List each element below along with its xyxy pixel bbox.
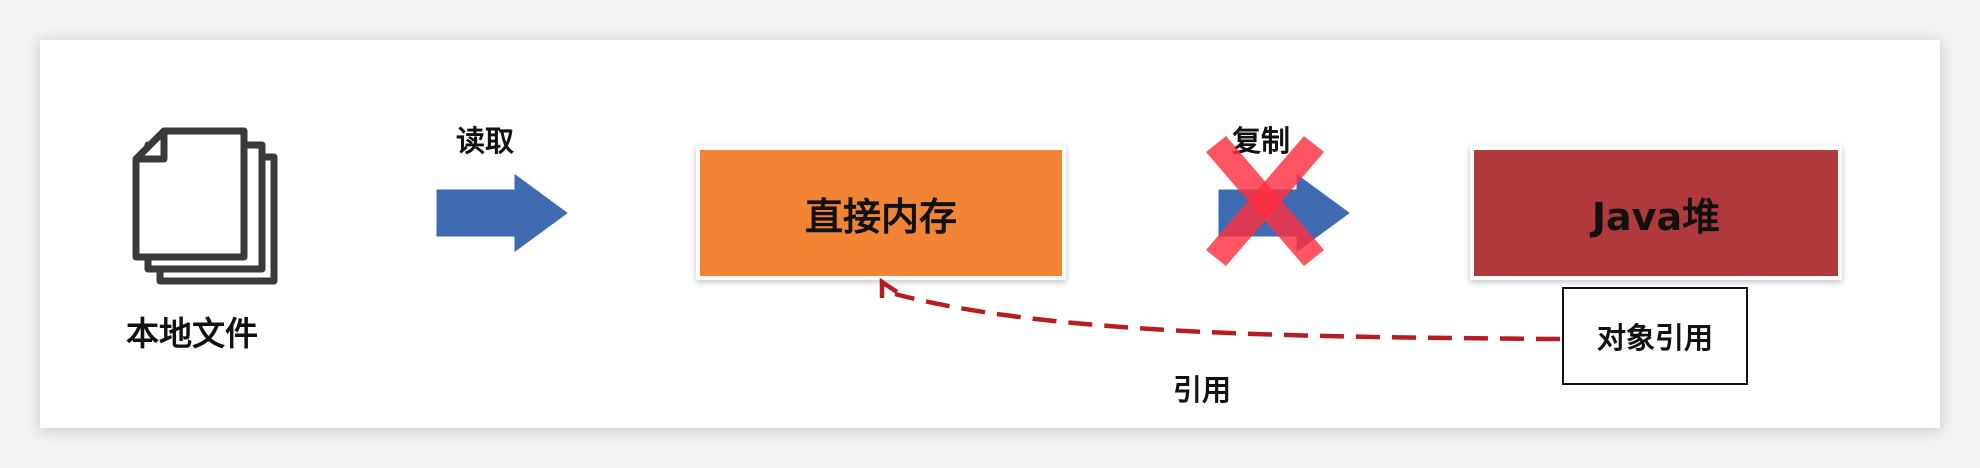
cross-mark-icon [1206,136,1324,266]
java-heap-box: Java堆 [1470,146,1842,280]
reference-label: 引用 [1173,373,1232,407]
read-arrow [431,165,577,262]
object-reference-box: 对象引用 [1562,287,1748,385]
local-file-label: 本地文件 [126,314,258,353]
copy-label: 复制 [1232,124,1291,158]
read-label: 读取 [456,124,515,158]
direct-memory-box: 直接内存 [696,146,1066,280]
stacked-files-icon [132,127,278,285]
